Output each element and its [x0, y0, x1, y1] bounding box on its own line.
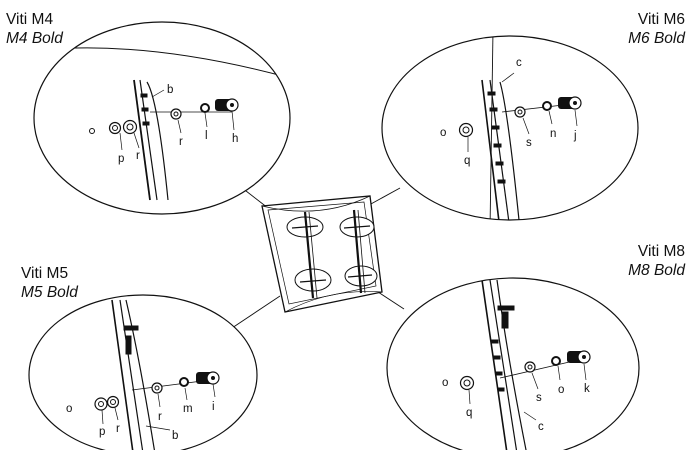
- detail-m4: b p r r l h: [33, 21, 291, 215]
- caption-m6-subtitle: M6 Bold: [628, 30, 685, 47]
- m8-label-s: s: [536, 392, 542, 404]
- m5-label-m: m: [183, 403, 193, 415]
- m4-label-b: b: [167, 84, 173, 96]
- m8-label-c: c: [538, 421, 544, 433]
- m4-label-r2: r: [179, 136, 183, 148]
- m6-label-c: c: [516, 57, 522, 69]
- m4-label-l: l: [205, 130, 208, 142]
- caption-m6: Viti M6 M6 Bold: [628, 10, 685, 48]
- caption-m4: Viti M4 M4 Bold: [6, 10, 63, 48]
- caption-m8-title: Viti M8: [637, 243, 685, 260]
- caption-m8: Viti M8 M8 Bold: [628, 242, 685, 280]
- m4-label-r1: r: [136, 150, 140, 162]
- caption-m6-title: Viti M6: [637, 11, 685, 28]
- center-bracket: [261, 195, 383, 313]
- caption-m4-title: Viti M4: [6, 11, 54, 28]
- caption-m5-title: Viti M5: [21, 265, 69, 282]
- m4-label-h: h: [232, 133, 238, 145]
- detail-m6: o c q s n j: [381, 35, 639, 221]
- m6-washer-mark: o: [440, 127, 446, 139]
- m8-label-k: k: [584, 383, 590, 395]
- caption-m4-subtitle: M4 Bold: [6, 30, 63, 47]
- m6-label-q: q: [464, 155, 470, 167]
- m5-washer-mark: o: [66, 403, 72, 415]
- m6-label-n: n: [550, 128, 556, 140]
- m5-label-r2: r: [158, 411, 162, 423]
- m8-label-q: q: [466, 407, 472, 419]
- m8-label-o: o: [558, 384, 564, 396]
- m5-label-i: i: [212, 401, 215, 413]
- m5-label-r1: r: [116, 423, 120, 435]
- detail-m8: o q s o k c: [386, 277, 640, 450]
- m5-label-p: p: [99, 426, 105, 438]
- m8-washer-mark: o: [442, 377, 448, 389]
- m5-label-b: b: [172, 430, 178, 442]
- m6-label-j: j: [573, 130, 577, 142]
- caption-m5: Viti M5 M5 Bold: [21, 264, 78, 302]
- caption-m5-subtitle: M5 Bold: [21, 284, 78, 301]
- m4-label-p: p: [118, 153, 124, 165]
- detail-m5: o p r r m i b: [28, 294, 258, 450]
- m6-label-s: s: [526, 137, 532, 149]
- caption-m8-subtitle: M8 Bold: [628, 262, 685, 279]
